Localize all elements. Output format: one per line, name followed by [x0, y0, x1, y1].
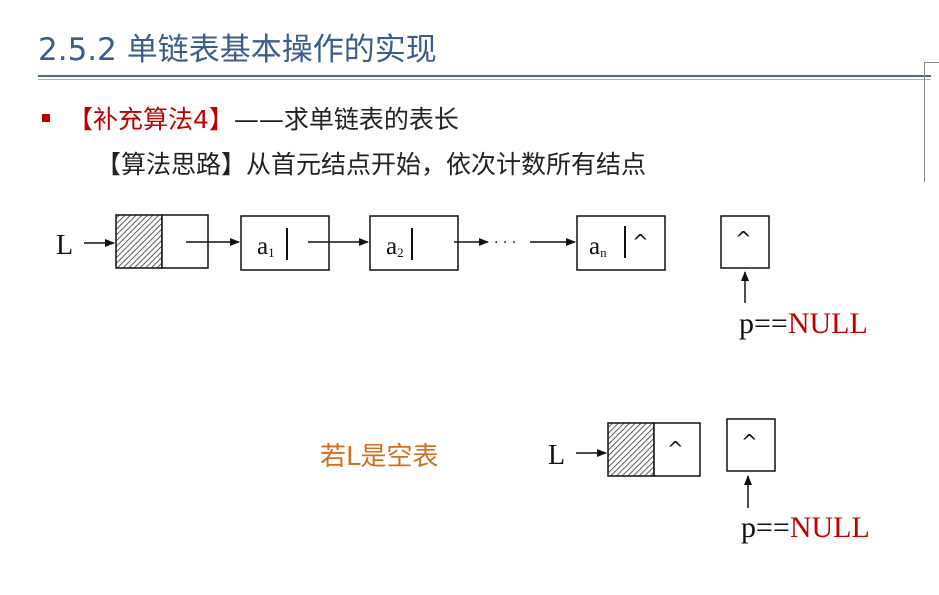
algorithm-label: 【补充算法4】 [68, 105, 234, 134]
idea-text: 从首元结点开始，依次计数所有结点 [246, 150, 647, 179]
node-subscript: 1 [268, 245, 275, 260]
null-marker: ^ [735, 227, 752, 251]
ellipsis: · · · [494, 235, 516, 251]
node-subscript: n [600, 245, 607, 260]
pointer-condition: p==NULL [739, 307, 868, 340]
head-pointer-label: L [56, 230, 73, 261]
pointer-p: p [739, 307, 754, 340]
node-data: a [257, 233, 268, 260]
list-node-a1: a1 [240, 215, 330, 271]
pointer-eq: == [754, 307, 788, 340]
title-underline [38, 75, 931, 77]
empty-pointer-condition: p==NULL [741, 511, 870, 544]
slide-title: 2.5.2 单链表基本操作的实现 [38, 32, 437, 68]
null-marker: ^ [667, 437, 684, 461]
pointer-null: NULL [788, 307, 868, 340]
pointer-null: NULL [790, 511, 870, 544]
null-marker: ^ [741, 430, 758, 454]
svg-text:a2: a2 [386, 233, 404, 260]
slide-edge-decoration [924, 62, 939, 182]
empty-list-label: 若L是空表 [320, 442, 439, 472]
svg-text:a1: a1 [257, 233, 275, 260]
algorithm-idea: 【算法思路】从首元结点开始，依次计数所有结点 [96, 145, 646, 181]
idea-label: 【算法思路】 [96, 150, 247, 179]
title-underline-thin [38, 79, 931, 80]
empty-head-label: L [548, 440, 565, 471]
heading-dash: —— [233, 105, 284, 134]
bullet-heading: 【补充算法4】——求单链表的表长 [68, 100, 459, 136]
null-marker: ^ [632, 230, 649, 254]
pointer-p: p [741, 511, 756, 544]
node-subscript: 2 [397, 245, 404, 260]
null-pointer-box: ^ [720, 215, 770, 269]
svg-text:an: an [589, 233, 607, 260]
bullet-marker [42, 114, 50, 122]
algorithm-name: 求单链表的表长 [283, 105, 459, 134]
empty-head-node: ^ [607, 422, 701, 477]
node-data: a [386, 233, 397, 260]
pointer-eq: == [756, 511, 790, 544]
empty-null-pointer-box: ^ [726, 418, 776, 472]
head-node-data [115, 214, 163, 269]
node-data: a [589, 233, 600, 260]
list-node-a2: a2 [369, 215, 459, 271]
list-node-an: an ^ [576, 215, 666, 271]
